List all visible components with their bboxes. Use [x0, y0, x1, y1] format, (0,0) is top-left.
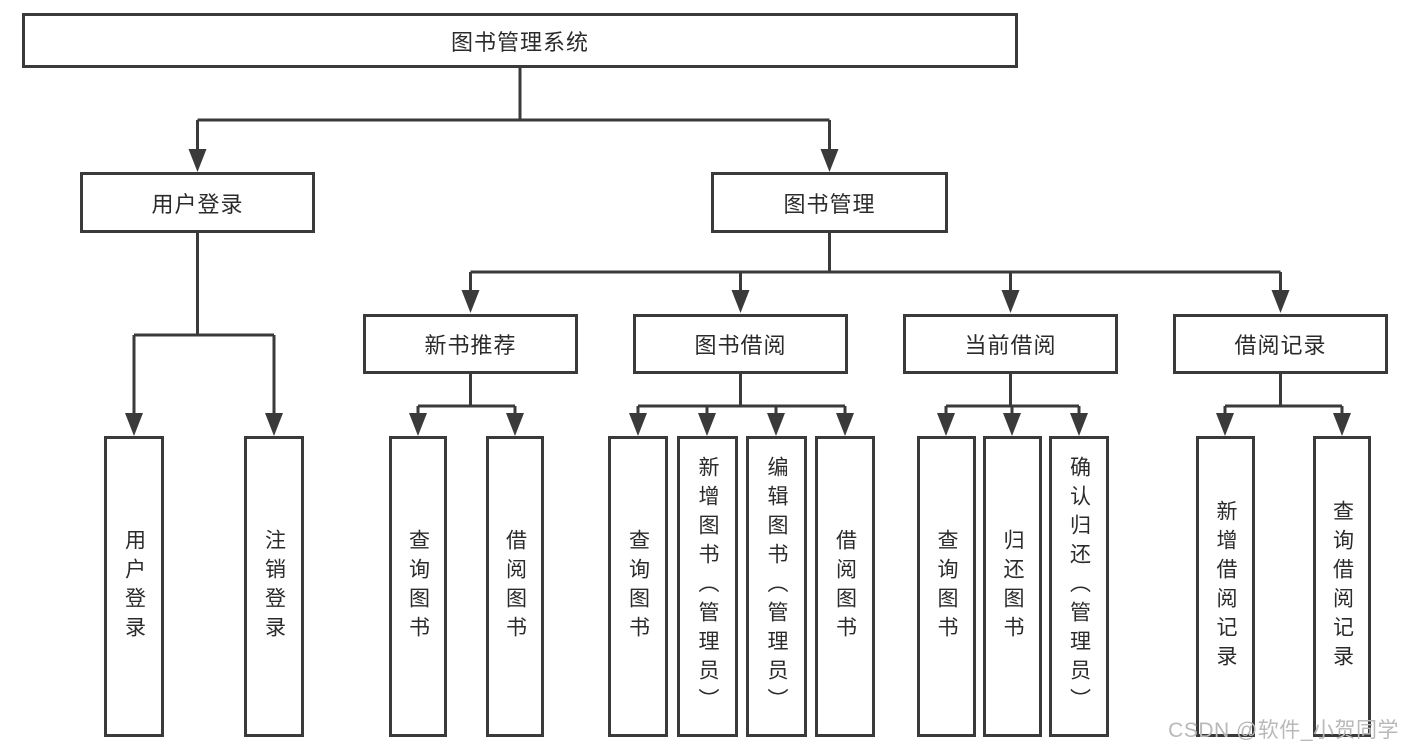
connector-root-to-level2	[188, 68, 839, 172]
arrowhead-icon	[1271, 290, 1290, 313]
leaf-query-books-1: 查询图书	[389, 436, 447, 737]
arrowhead-icon	[188, 149, 207, 172]
leaf-query-books-3: 查询图书	[917, 436, 976, 737]
arrowhead-icon	[1070, 413, 1088, 436]
connector-borrow-records-group	[1216, 374, 1351, 436]
leaf-add-borrow-record: 新增借阅记录	[1196, 436, 1255, 737]
node-new-books: 新书推荐	[363, 314, 578, 374]
connector-book-management-group	[461, 233, 1290, 313]
arrowhead-icon	[629, 413, 647, 436]
leaf-logout: 注销登录	[244, 436, 304, 737]
node-root-system: 图书管理系统	[22, 13, 1018, 68]
arrowhead-icon	[265, 413, 283, 436]
node-current-borrow: 当前借阅	[903, 314, 1118, 374]
arrowhead-icon	[1003, 413, 1021, 436]
connector-new-books-group	[409, 374, 524, 436]
leaf-edit-books-admin: 编辑图书（管理员）	[746, 436, 807, 737]
arrowhead-icon	[937, 413, 955, 436]
leaf-user-login: 用户登录	[104, 436, 164, 737]
connector-book-borrow-group	[629, 374, 854, 436]
leaf-query-borrow-record: 查询借阅记录	[1313, 436, 1371, 737]
node-user-login: 用户登录	[80, 172, 315, 233]
arrowhead-icon	[506, 413, 524, 436]
watermark: CSDN @软件_小贺同学	[1168, 719, 1399, 742]
arrowhead-icon	[1001, 290, 1020, 313]
connector-current-borrow-group	[937, 374, 1088, 436]
leaf-query-books-2: 查询图书	[608, 436, 668, 737]
leaf-borrow-books-2: 借阅图书	[815, 436, 875, 737]
leaf-borrow-books-1: 借阅图书	[486, 436, 544, 737]
leaf-return-books: 归还图书	[983, 436, 1042, 737]
arrowhead-icon	[836, 413, 854, 436]
node-book-borrow: 图书借阅	[633, 314, 848, 374]
arrowhead-icon	[698, 413, 716, 436]
leaf-add-books-admin: 新增图书（管理员）	[677, 436, 738, 737]
arrowhead-icon	[731, 290, 750, 313]
arrowhead-icon	[125, 413, 143, 436]
arrowhead-icon	[1333, 413, 1351, 436]
arrowhead-icon	[409, 413, 427, 436]
node-book-management: 图书管理	[711, 172, 948, 233]
arrowhead-icon	[767, 413, 785, 436]
arrowhead-icon	[820, 149, 839, 172]
node-borrow-records: 借阅记录	[1173, 314, 1388, 374]
leaf-confirm-return-admin: 确认归还（管理员）	[1049, 436, 1109, 737]
arrowhead-icon	[461, 290, 480, 313]
connector-user-login-group	[125, 233, 283, 436]
arrowhead-icon	[1216, 413, 1234, 436]
